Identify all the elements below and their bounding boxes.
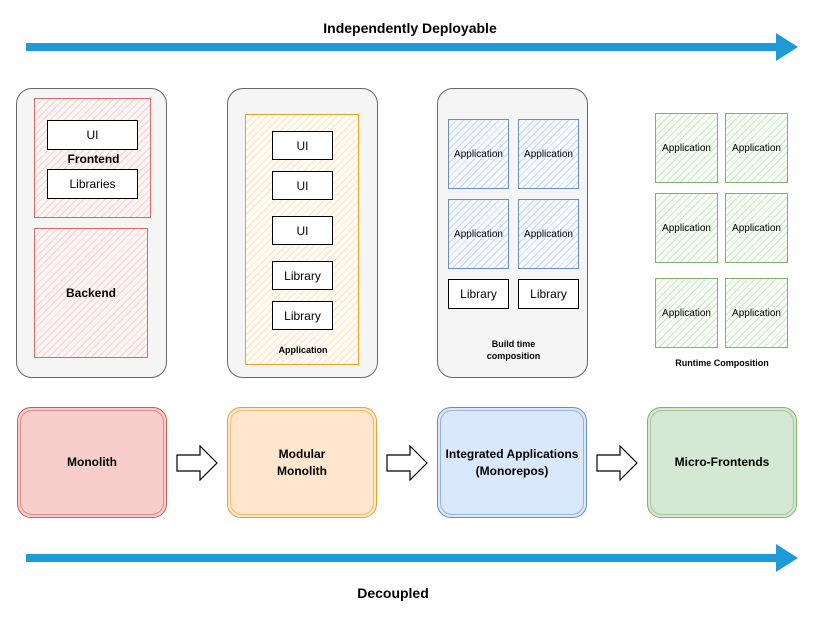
stage-integrated-line1: Integrated Applications: [445, 447, 579, 462]
stage-monolith-label: Monolith: [67, 455, 117, 470]
modular-panel: UI UI UI Library Library Application: [227, 88, 378, 378]
bottom-axis-arrow: [26, 544, 798, 572]
runtime-app-2: Application: [725, 113, 788, 183]
runtime-app-1: Application: [655, 113, 718, 183]
top-axis-label: Independently Deployable: [323, 20, 497, 36]
integrated-library-2: Library: [518, 279, 579, 309]
stage-micro-frontends: Micro-Frontends: [647, 407, 797, 518]
build-time-label-line2: composition: [486, 351, 541, 362]
modular-ui-box-1: UI: [272, 131, 333, 160]
runtime-app-4: Application: [725, 193, 788, 263]
application-container: UI UI UI Library Library Application: [245, 114, 359, 365]
stage-integrated-line2: (Monorepos): [475, 463, 549, 478]
modular-ui-box-2: UI: [272, 171, 333, 200]
frontend-ui-box: UI: [47, 120, 138, 150]
frontend-container: UI Frontend Libraries: [34, 98, 151, 218]
modular-library-box-1: Library: [272, 261, 333, 290]
modular-library-box-2: Library: [272, 301, 333, 330]
flow-arrow-2: [386, 445, 428, 481]
runtime-composition-label: Runtime Composition: [675, 358, 769, 368]
runtime-app-6: Application: [725, 278, 788, 348]
integrated-app-3: Application: [448, 199, 509, 269]
application-label: Application: [278, 345, 328, 355]
stage-modular-line2: Monolith: [277, 463, 327, 478]
integrated-panel: Application Application Application Appl…: [437, 88, 588, 378]
bottom-axis-label: Decoupled: [357, 585, 429, 601]
build-time-composition-label: Build time composition: [438, 338, 589, 362]
top-axis-arrow: [26, 33, 798, 61]
runtime-app-3: Application: [655, 193, 718, 263]
runtime-app-5: Application: [655, 278, 718, 348]
stage-monolith: Monolith: [17, 407, 167, 518]
build-time-label-line1: Build time: [491, 339, 536, 349]
frontend-libraries-box: Libraries: [47, 169, 138, 199]
stage-micro-frontends-label: Micro-Frontends: [674, 455, 770, 470]
integrated-library-1: Library: [448, 279, 509, 309]
flow-arrow-3: [596, 445, 638, 481]
integrated-app-2: Application: [518, 119, 579, 189]
stage-integrated-applications: Integrated Applications (Monorepos): [437, 407, 587, 518]
modular-ui-box-3: UI: [272, 216, 333, 245]
stage-modular-monolith: Modular Monolith: [227, 407, 377, 518]
monolith-panel: UI Frontend Libraries Backend: [16, 88, 167, 378]
frontend-label: Frontend: [67, 152, 120, 166]
backend-box: Backend: [34, 228, 148, 358]
integrated-app-4: Application: [518, 199, 579, 269]
integrated-app-1: Application: [448, 119, 509, 189]
flow-arrow-1: [176, 445, 218, 481]
stage-modular-line1: Modular: [278, 447, 326, 462]
